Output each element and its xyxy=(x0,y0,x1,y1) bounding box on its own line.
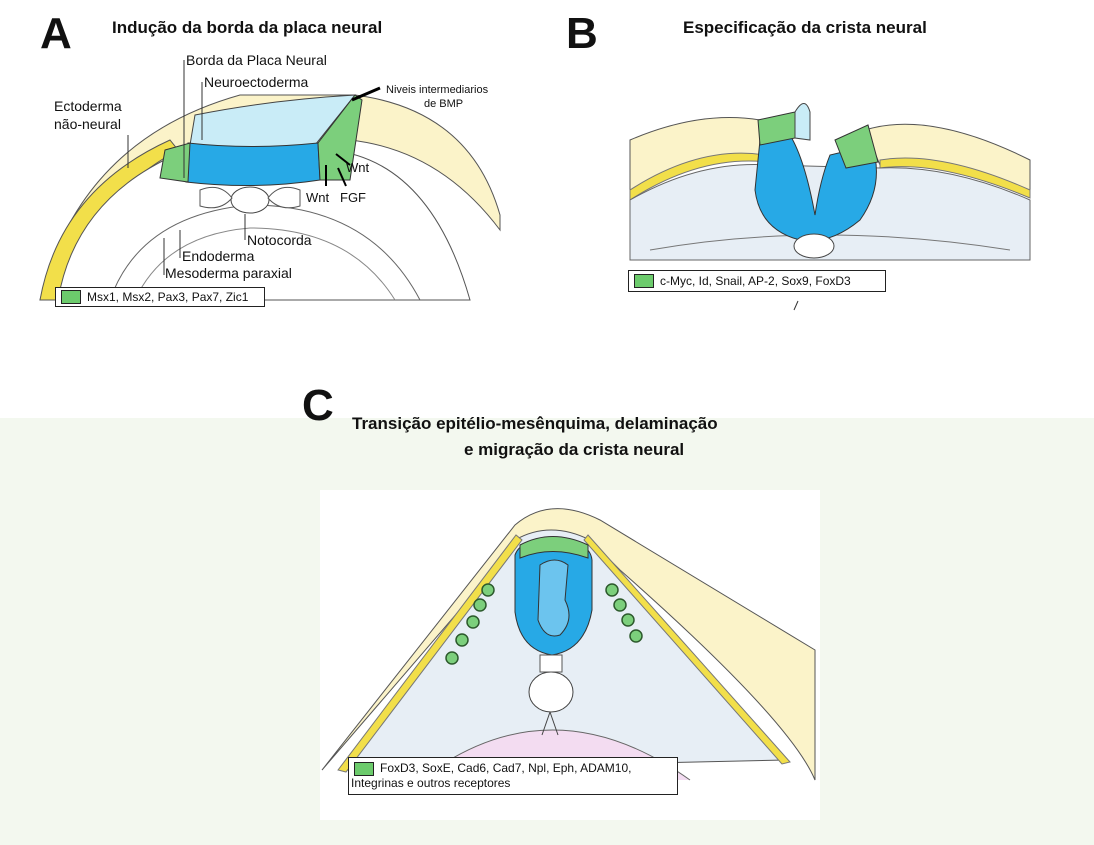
panel-b-mark xyxy=(794,301,798,310)
panel-a-notochord xyxy=(231,187,269,213)
label-neuroectoderm: Neuroectoderma xyxy=(204,74,308,90)
panel-b-legend-swatch xyxy=(634,274,654,288)
panel-a-neural-plate xyxy=(186,143,320,186)
panel-c-legend-line2: Integrinas e outros receptores xyxy=(351,776,631,791)
panel-c-notochord xyxy=(529,672,573,712)
panel-c-title-line2: e migração da crista neural xyxy=(464,440,684,460)
panel-c-neural-tube-lumen xyxy=(538,560,569,636)
label-neural-plate-border: Borda da Placa Neural xyxy=(186,52,327,68)
panel-a-legend-swatch xyxy=(61,290,81,304)
label-bmp-levels-line1: Niveis intermediarios xyxy=(386,84,488,97)
panel-b-letter: B xyxy=(566,12,598,56)
label-paraxial-mesoderm: Mesoderma paraxial xyxy=(165,265,292,281)
label-wnt-upper: Wnt xyxy=(346,160,369,176)
panel-b-legend-text: c-Myc, Id, Snail, AP-2, Sox9, FoxD3 xyxy=(660,274,851,289)
label-wnt-lower: Wnt xyxy=(306,190,329,206)
panel-c-legend-swatch xyxy=(354,762,374,776)
label-ectoderm-line1: Ectoderma xyxy=(54,98,122,114)
label-ectoderm-line2: não-neural xyxy=(54,116,121,132)
label-notochord: Notocorda xyxy=(247,232,312,248)
label-endoderm: Endoderma xyxy=(182,248,254,264)
panel-c-notochord-stalk xyxy=(540,655,562,672)
panel-b-legend: c-Myc, Id, Snail, AP-2, Sox9, FoxD3 xyxy=(628,270,886,292)
panel-c-letter: C xyxy=(302,384,334,428)
panel-b-fold-top xyxy=(795,104,810,141)
panel-c-title-line1: Transição epitélio-mesênquima, delaminaç… xyxy=(352,414,718,434)
panel-b-notochord xyxy=(794,234,834,258)
label-bmp-levels-line2: de BMP xyxy=(424,98,463,111)
panel-a-letter: A xyxy=(40,12,72,56)
panel-a-legend-text: Msx1, Msx2, Pax3, Pax7, Zic1 xyxy=(87,290,248,305)
panel-a-legend: Msx1, Msx2, Pax3, Pax7, Zic1 xyxy=(55,287,265,307)
panel-c-legend-text: FoxD3, SoxE, Cad6, Cad7, Npl, Eph, ADAM1… xyxy=(380,761,631,791)
panel-a-title: Indução da borda da placa neural xyxy=(112,18,382,38)
label-fgf: FGF xyxy=(340,190,366,206)
panel-b-title: Especificação da crista neural xyxy=(683,18,927,38)
panel-c-legend: FoxD3, SoxE, Cad6, Cad7, Npl, Eph, ADAM1… xyxy=(348,757,678,795)
panel-c-legend-line1: FoxD3, SoxE, Cad6, Cad7, Npl, Eph, ADAM1… xyxy=(380,761,631,776)
